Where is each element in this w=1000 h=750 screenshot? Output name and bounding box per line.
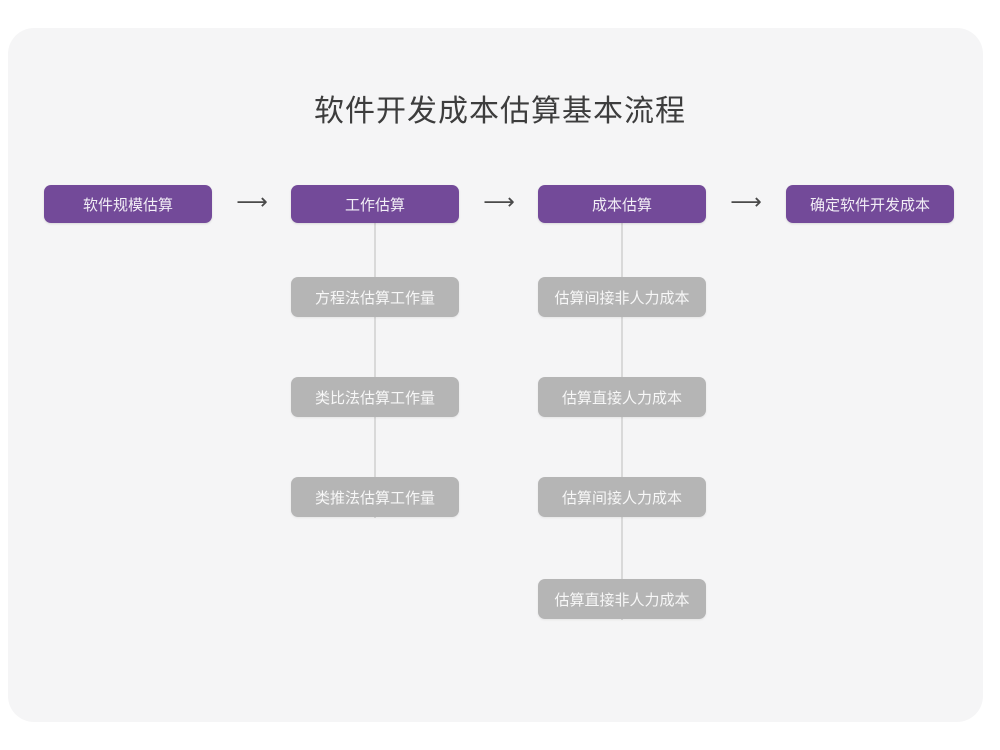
substep-node-stage-3-3-label: 估算间接人力成本 <box>561 489 682 507</box>
substep-node-stage-2-2[interactable]: 类比法估算工作量 <box>291 377 459 417</box>
arrow-icon-3: ⟶ <box>730 190 762 215</box>
substep-node-stage-3-3[interactable]: 估算间接人力成本 <box>538 477 706 517</box>
stage-node-4-label: 确定软件开发成本 <box>809 196 930 214</box>
diagram-title: 软件开发成本估算基本流程 <box>314 95 686 128</box>
substep-node-stage-2-3-label: 类推法估算工作量 <box>314 489 435 507</box>
substep-node-stage-2-3[interactable]: 类推法估算工作量 <box>291 477 459 517</box>
connector-line-stage-3 <box>621 222 623 620</box>
stage-node-4[interactable]: 确定软件开发成本 <box>786 185 954 223</box>
substep-node-stage-3-4[interactable]: 估算直接非人力成本 <box>538 579 706 619</box>
substep-node-stage-3-2[interactable]: 估算直接人力成本 <box>538 377 706 417</box>
substep-node-stage-2-1-label: 方程法估算工作量 <box>314 289 435 307</box>
diagram-panel <box>8 28 983 722</box>
stage-node-1-label: 软件规模估算 <box>82 196 173 214</box>
stage-node-3[interactable]: 成本估算 <box>538 185 706 223</box>
connector-line-stage-2 <box>374 222 376 518</box>
substep-node-stage-3-4-label: 估算直接非人力成本 <box>554 591 690 609</box>
arrow-icon-2: ⟶ <box>483 190 515 215</box>
stage-node-1[interactable]: 软件规模估算 <box>44 185 212 223</box>
substep-node-stage-2-2-label: 类比法估算工作量 <box>314 389 435 407</box>
stage-node-3-label: 成本估算 <box>591 196 652 214</box>
substep-node-stage-2-1[interactable]: 方程法估算工作量 <box>291 277 459 317</box>
substep-node-stage-3-1-label: 估算间接非人力成本 <box>554 289 690 307</box>
arrow-icon-1: ⟶ <box>236 190 268 215</box>
substep-node-stage-3-1[interactable]: 估算间接非人力成本 <box>538 277 706 317</box>
substep-node-stage-3-2-label: 估算直接人力成本 <box>561 389 682 407</box>
stage-node-2-label: 工作估算 <box>344 196 405 214</box>
stage-node-2[interactable]: 工作估算 <box>291 185 459 223</box>
